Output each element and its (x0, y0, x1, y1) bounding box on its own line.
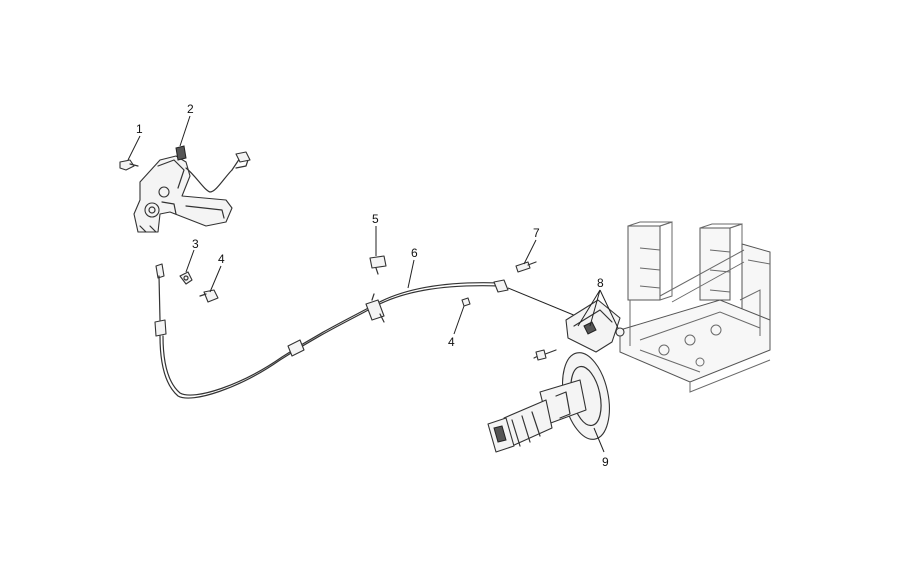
leader-lines (127, 115, 619, 453)
callout-7: 7 (533, 226, 540, 240)
callout-5: 5 (372, 212, 379, 226)
bracket-part-8 (533, 299, 625, 361)
callout-3: 3 (192, 237, 199, 251)
clip-part-4-middle (461, 297, 471, 307)
callout-9: 9 (602, 455, 609, 469)
bolt-part-1 (119, 159, 139, 171)
bolt-part-7 (515, 261, 537, 273)
callout-1: 1 (136, 122, 143, 136)
washer-part-3 (179, 271, 193, 285)
brake-cable (154, 263, 509, 399)
callout-4-left: 4 (218, 252, 225, 266)
callout-4-middle: 4 (448, 335, 455, 349)
clip-part-4-left (199, 289, 219, 303)
callout-2: 2 (187, 102, 194, 116)
grommet-part-5 (369, 255, 387, 275)
callout-8: 8 (597, 276, 604, 290)
driveshaft-brake-disc (487, 352, 610, 453)
brake-pedal-assembly (133, 145, 251, 233)
vehicle-frame (619, 221, 771, 393)
callout-6: 6 (411, 246, 418, 260)
